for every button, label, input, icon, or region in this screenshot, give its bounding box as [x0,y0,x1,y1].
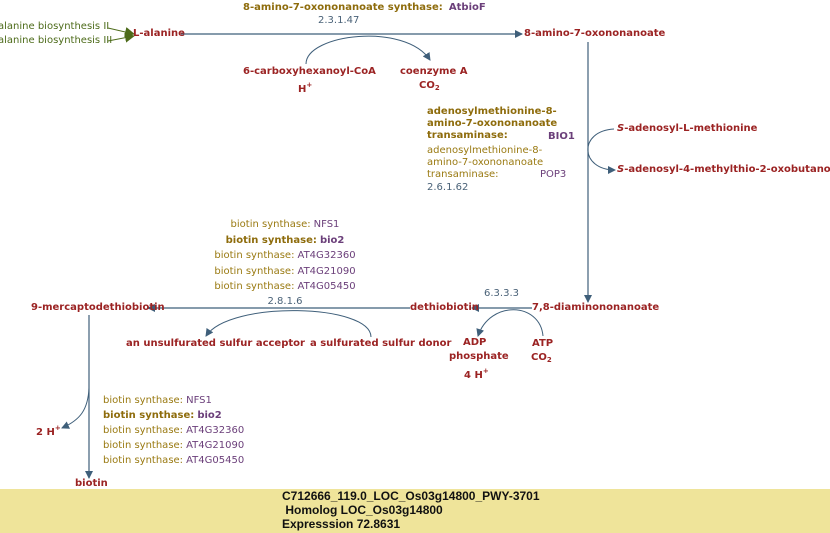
compound-2-h-plus[interactable]: 2 H+ [36,421,61,440]
s-prefix: S [617,123,625,134]
gene-name[interactable]: bio2 [319,234,345,246]
enzyme-row: biotin synthase: AT4G21090 [205,264,365,280]
compound-6-carboxyhexanoyl-coa[interactable]: 6-carboxyhexanoyl-CoA [243,66,376,77]
compound-sulfurated-sulfur-donor[interactable]: a sulfurated sulfur donor [310,338,452,349]
enzyme-name[interactable]: biotin synthase: [103,410,195,421]
enzyme-row: biotin synthase: AT4G05450 [205,279,365,295]
enzyme-row: biotin synthase: AT4G32360 [205,248,365,264]
h-label: 2 H [36,427,55,438]
compound-s-adenosyl-l-methionine[interactable]: S-adenosyl-L-methionine [617,122,757,136]
h-label: H [298,84,307,95]
compound-biotin[interactable]: biotin [75,478,108,489]
enzyme-line[interactable]: adenosylmethionine-8- [427,145,543,156]
enzyme-name[interactable]: biotin synthase: [214,281,295,292]
enzyme-row: biotin synthase: bio2 [205,233,365,249]
enzyme-row: biotin synthase: NFS1 [103,393,244,408]
compound-unsulfurated-sulfur-acceptor[interactable]: an unsulfurated sulfur acceptor [126,338,305,349]
enzyme-name[interactable]: 8-amino-7-oxononanoate synthase: [243,2,443,13]
gene-name[interactable]: AT4G32360 [297,250,356,261]
enzyme-line[interactable]: adenosylmethionine-8- [427,106,557,117]
compound-7-8-diaminononanoate[interactable]: 7,8-diaminononanoate [532,302,660,313]
compound-h-plus-1[interactable]: H+ [298,78,312,97]
info-footer: C712666_119.0_LOC_Os03g14800_PWY-3701 Ho… [0,489,830,533]
enzyme-list-r5: biotin synthase: NFS1 biotin synthase: b… [103,393,244,468]
compound-co2-1[interactable]: CO2 [419,79,440,95]
sam-label: -adenosyl-L-methionine [624,123,758,134]
plus-sup: + [482,367,489,375]
enzyme-name[interactable]: biotin synthase: [230,219,311,230]
link-alanine-biosynthesis-iii[interactable]: alanine biosynthesis III [0,35,113,46]
arrow-r3-side [476,309,544,337]
gene-name[interactable]: AT4G05450 [186,455,245,466]
link-arrow-ala3 [107,32,135,43]
link-alanine-biosynthesis-ii[interactable]: alanine biosynthesis II [0,21,110,32]
samob-label: -adenosyl-4-methylthio-2-oxobutanoate [624,164,830,175]
enzyme-row: biotin synthase: AT4G32360 [103,423,244,438]
gene-pop3[interactable]: POP3 [540,169,567,180]
compound-adp[interactable]: ADP [463,337,487,348]
enzyme-r1: 8-amino-7-oxononanoate synthase: AtbioF [243,0,486,15]
gene-name[interactable]: AT4G32360 [186,425,245,436]
enzyme-list-r4: biotin synthase: NFS1 biotin synthase: b… [205,217,365,309]
enzyme-name[interactable]: biotin synthase: [225,234,317,246]
gene-name[interactable]: AT4G05450 [297,281,356,292]
sub-2: 2 [434,84,440,92]
gene-bio1[interactable]: BIO1 [548,131,575,142]
co-label: CO [531,352,547,363]
enzyme-row: biotin synthase: NFS1 [205,217,365,233]
footer-expression-line: Expresssion 72.8631 [282,517,401,531]
enzyme-row: biotin synthase: bio2 [103,408,244,423]
co-label: CO [419,80,435,91]
enzyme-name[interactable]: biotin synthase: [103,440,184,451]
enzyme-line[interactable]: transaminase: [427,130,508,141]
sub-2: 2 [546,356,552,364]
compound-4-h-plus[interactable]: 4 H+ [464,364,489,383]
compound-atp[interactable]: ATP [532,338,554,349]
compound-coenzyme-a[interactable]: coenzyme A [400,66,468,77]
enzyme-name[interactable]: biotin synthase: [103,395,184,406]
enzyme-name[interactable]: biotin synthase: [214,250,295,261]
footer-homolog-line: Homolog LOC_Os03g14800 [282,503,443,517]
enzyme-r2-bold: adenosylmethionine-8- amino-7-oxononanoa… [427,106,557,142]
gene-name[interactable]: bio2 [197,410,222,421]
enzyme-row: biotin synthase: AT4G21090 [103,438,244,453]
arrow-r4-side [205,310,372,338]
gene-name[interactable]: NFS1 [313,219,340,230]
arrow-r1-side [305,35,431,65]
gene-name[interactable]: AtbioF [448,2,486,13]
gene-name[interactable]: AT4G21090 [186,440,245,451]
enzyme-name[interactable]: biotin synthase: [214,265,295,277]
plus-sup: + [306,81,313,89]
ec-number-r3[interactable]: 6.3.3.3 [484,288,519,299]
enzyme-name[interactable]: biotin synthase: [103,455,184,466]
enzyme-line[interactable]: transaminase: [427,169,499,180]
compound-co2-2[interactable]: CO2 [531,351,552,367]
enzyme-line[interactable]: amino-7-oxononanoate [427,157,544,168]
compound-l-alanine[interactable]: L-alanine [133,28,185,39]
ec-number-r1[interactable]: 2.3.1.47 [318,15,360,26]
compound-s-adenosyl-4-methylthio-2-oxobutanoate[interactable]: S-adenosyl-4-methylthio-2-oxobutanoate [617,163,830,177]
arrow-r2-side [587,128,616,174]
enzyme-line[interactable]: amino-7-oxononanoate [427,118,558,129]
compound-phosphate[interactable]: phosphate [449,351,509,362]
ec-number-r4[interactable]: 2.8.1.6 [267,295,303,307]
footer-id-line: C712666_119.0_LOC_Os03g14800_PWY-3701 [282,489,540,503]
ec-number-r2[interactable]: 2.6.1.62 [427,182,469,193]
enzyme-r2: adenosylmethionine-8- amino-7-oxononanoa… [427,145,543,181]
s-prefix: S [617,164,625,175]
gene-name[interactable]: NFS1 [186,395,212,406]
enzyme-name[interactable]: biotin synthase: [103,425,184,436]
gene-name[interactable]: AT4G21090 [297,265,356,277]
compound-8-amino-7-oxononanoate[interactable]: 8-amino-7-oxononanoate [524,28,666,39]
compound-9-mercaptodethiobiotin[interactable]: 9-mercaptodethiobiotin [31,302,165,313]
h-label: 4 H [464,370,483,381]
enzyme-row: biotin synthase: AT4G05450 [103,453,244,468]
arrow-r5-side [61,387,90,429]
plus-sup: + [54,424,61,432]
compound-dethiobiotin[interactable]: dethiobiotin [410,302,479,313]
